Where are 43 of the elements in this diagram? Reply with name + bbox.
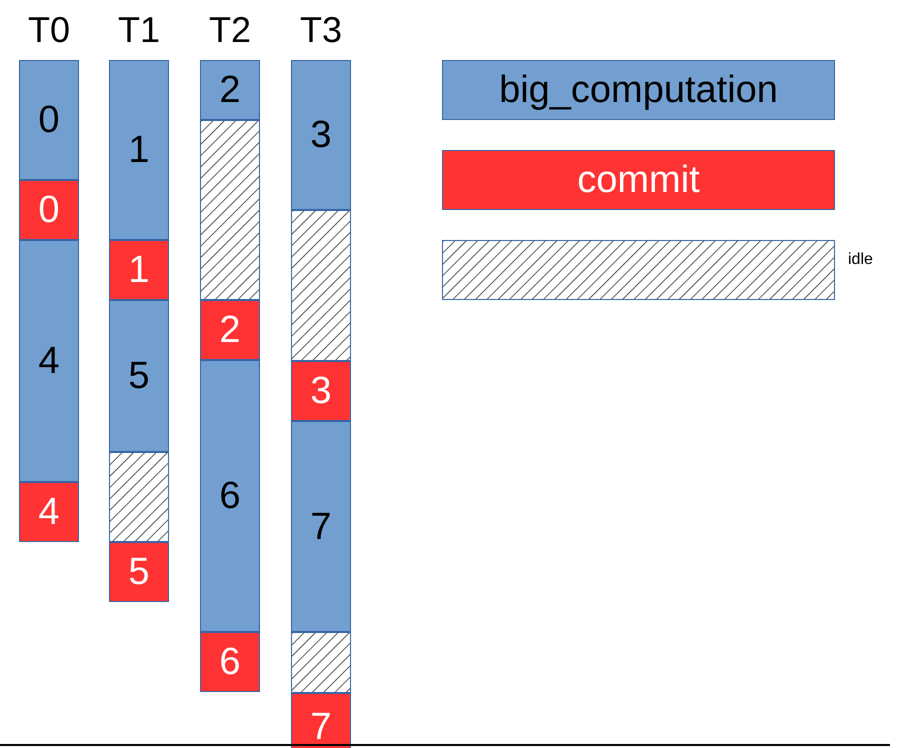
segment-number: 5 (128, 357, 150, 395)
segment-number: 6 (219, 477, 241, 515)
commit-segment (200, 300, 260, 360)
compute-segment (19, 240, 79, 482)
compute-segment (200, 60, 260, 120)
commit-segment (109, 542, 169, 602)
segment-number: 3 (310, 116, 332, 154)
segment-number: 4 (38, 342, 60, 380)
idle-segment (291, 632, 351, 693)
legend-label: commit (577, 161, 700, 199)
segment-number: 5 (128, 553, 150, 591)
commit-segment (109, 240, 169, 300)
idle-segment (200, 120, 260, 300)
compute-segment (200, 360, 260, 632)
segment-number: 4 (38, 493, 60, 531)
commit-segment (19, 180, 79, 240)
commit-segment (291, 693, 351, 748)
segment-number: 1 (128, 131, 150, 169)
segment-number: 1 (128, 251, 150, 289)
commit-segment (200, 632, 260, 692)
compute-segment (291, 421, 351, 632)
segment-number: 2 (219, 71, 241, 109)
column-header: T0 (28, 12, 70, 48)
segment-number: 0 (38, 101, 60, 139)
compute-segment (19, 60, 79, 180)
segment-number: 0 (38, 191, 60, 229)
idle-segment (291, 210, 351, 361)
legend-label: big_computation (499, 71, 778, 109)
legend-label: idle (848, 251, 873, 269)
segment-number: 6 (219, 643, 241, 681)
segment-number: 2 (219, 311, 241, 349)
idle-segment (109, 452, 169, 542)
column-header: T2 (209, 12, 251, 48)
segment-number: 3 (310, 372, 332, 410)
commit-segment (19, 482, 79, 542)
segment-number: 7 (310, 708, 332, 746)
compute-segment (109, 60, 169, 240)
compute-segment (291, 60, 351, 210)
column-header: T3 (300, 12, 342, 48)
segment-number: 7 (310, 508, 332, 546)
column-header: T1 (118, 12, 160, 48)
compute-segment (109, 300, 169, 452)
commit-segment (291, 361, 351, 421)
